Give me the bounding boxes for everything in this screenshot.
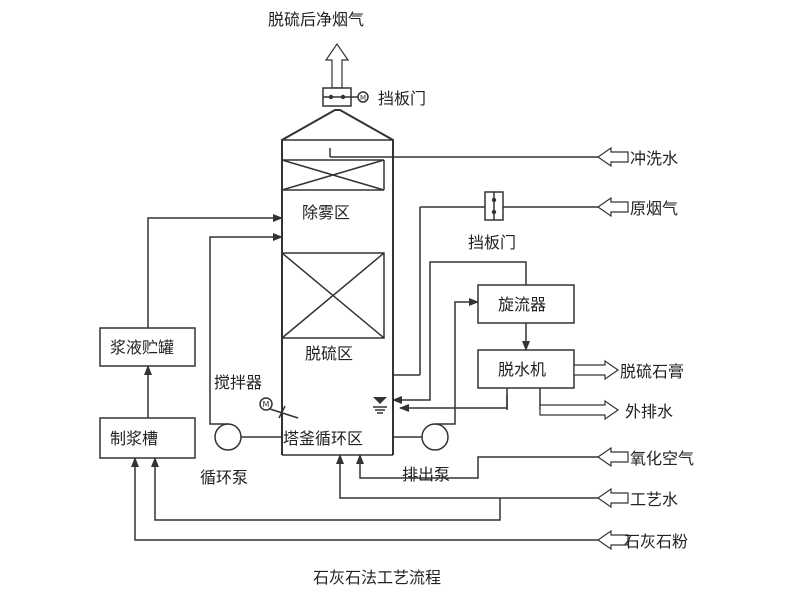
pump-icon bbox=[421, 423, 449, 451]
mid-damper: 挡板门 bbox=[468, 191, 516, 252]
clean-gas-label: 脱硫后净烟气 bbox=[268, 10, 364, 29]
discharge-pump-label: 排出泵 bbox=[402, 465, 450, 484]
dewater-box: 脱水机 bbox=[477, 349, 575, 389]
circ-pump-label: 循环泵 bbox=[200, 468, 248, 487]
raw-gas-label: 原烟气 bbox=[630, 199, 678, 218]
desulfur-zone-label: 脱硫区 bbox=[305, 344, 353, 363]
circulation-pump: 循环泵 bbox=[200, 423, 248, 487]
slurry-storage-tank: 浆液贮罐 bbox=[99, 327, 196, 367]
top-damper: M 挡板门 bbox=[322, 87, 426, 108]
liquid-level-mark bbox=[373, 397, 387, 414]
oxidation-air-line: 氧化空气 bbox=[356, 446, 694, 479]
discharge-to-cyclone-line bbox=[448, 298, 479, 425]
flush-water-label: 冲洗水 bbox=[630, 149, 678, 168]
gypsum-label: 脱硫石膏 bbox=[620, 362, 684, 381]
sump-zone-label: 塔釜循环区 bbox=[283, 429, 363, 448]
slurry-prep-tank: 制浆槽 bbox=[99, 417, 196, 459]
flush-water-line: 冲洗水 bbox=[329, 146, 678, 168]
demister-packing bbox=[281, 159, 385, 191]
motor-icon: M bbox=[259, 397, 273, 411]
dewater-label: 脱水机 bbox=[498, 360, 546, 379]
clean-gas-outlet: 脱硫后净烟气 bbox=[268, 10, 364, 89]
limestone-line: 石灰石粉 bbox=[131, 457, 688, 551]
discharge-pump: 排出泵 bbox=[402, 423, 450, 484]
agitator: 搅拌器 M bbox=[214, 373, 299, 419]
top-damper-label: 挡板门 bbox=[378, 89, 426, 108]
absorber-tower: 除雾区 脱硫区 塔釜循环区 bbox=[281, 109, 394, 456]
waste-water-output: 外排水 bbox=[539, 388, 673, 421]
storage-to-tower-line bbox=[147, 214, 283, 328]
oxidation-air-label: 氧化空气 bbox=[630, 449, 694, 468]
limestone-label: 石灰石粉 bbox=[624, 532, 688, 551]
raw-gas-line: 原烟气 bbox=[393, 196, 678, 376]
agitator-label: 搅拌器 bbox=[214, 373, 262, 392]
cyclone-box: 旋流器 bbox=[477, 284, 575, 324]
circ-return-line bbox=[209, 233, 283, 425]
waste-water-label: 外排水 bbox=[625, 402, 673, 421]
desulfur-packing bbox=[281, 252, 385, 339]
slurry-tank-label: 浆液贮罐 bbox=[110, 338, 174, 357]
filtrate-return-line bbox=[399, 388, 508, 412]
mid-damper-label: 挡板门 bbox=[468, 233, 516, 252]
demister-zone-label: 除雾区 bbox=[302, 203, 350, 222]
cyclone-label: 旋流器 bbox=[498, 295, 546, 314]
svg-text:M: M bbox=[263, 400, 270, 409]
process-water-line: 工艺水 bbox=[151, 454, 678, 521]
diagram-caption: 石灰石法工艺流程 bbox=[313, 568, 441, 587]
cyclone-return-line bbox=[392, 261, 527, 404]
pump-icon bbox=[214, 423, 242, 451]
motor-icon: M bbox=[357, 91, 369, 103]
prep-tank-label: 制浆槽 bbox=[110, 429, 158, 448]
svg-text:M: M bbox=[360, 94, 366, 102]
process-water-label: 工艺水 bbox=[630, 490, 678, 509]
gypsum-output: 脱硫石膏 bbox=[573, 359, 684, 381]
